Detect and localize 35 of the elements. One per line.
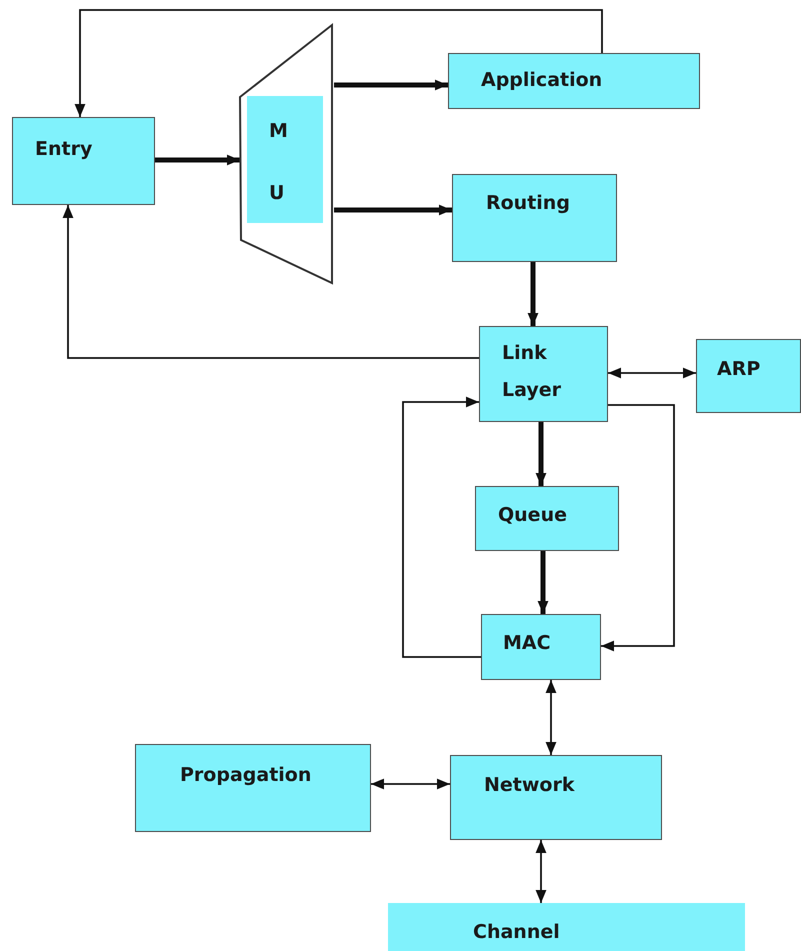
process-box — [450, 755, 662, 840]
box-label: MAC — [503, 631, 551, 656]
arrow — [334, 80, 448, 90]
arrow — [155, 154, 240, 166]
box-label: ARP — [717, 357, 760, 382]
process-box — [696, 339, 801, 413]
arrow — [334, 204, 452, 216]
box-label: Network — [484, 773, 574, 798]
arrow — [536, 840, 546, 903]
process-box — [479, 326, 608, 422]
process-box — [475, 486, 619, 551]
arrow — [402, 396, 481, 658]
arrow — [546, 680, 556, 755]
arrow — [371, 778, 450, 790]
process-box — [452, 174, 617, 262]
process-box — [448, 53, 700, 109]
box-label: Entry — [35, 137, 92, 162]
process-box — [388, 903, 745, 951]
process-box — [135, 744, 371, 832]
box-label: Link Layer — [502, 341, 562, 403]
box-label: M U — [269, 119, 289, 206]
arrow — [538, 551, 548, 614]
box-label: Queue — [498, 503, 567, 528]
process-box — [481, 614, 601, 680]
box-label: Application — [481, 68, 602, 93]
arrow — [608, 368, 696, 378]
box-label: Propagation — [180, 763, 312, 788]
arrow — [536, 422, 546, 486]
box-label: Channel — [473, 920, 560, 945]
arrow — [528, 262, 538, 326]
arrow — [74, 9, 603, 117]
process-box — [12, 117, 155, 205]
arrow — [601, 404, 675, 652]
box-label: Routing — [486, 191, 570, 216]
arrow — [62, 205, 479, 359]
